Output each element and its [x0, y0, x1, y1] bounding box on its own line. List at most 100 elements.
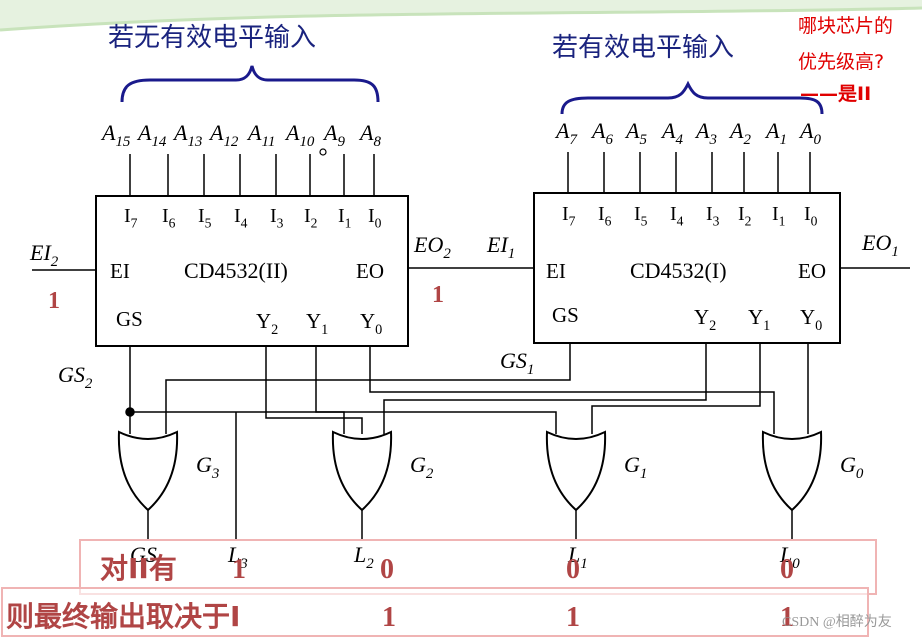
- row1-label: 对II有: [100, 552, 177, 585]
- gs2-signal: GS2: [58, 362, 93, 392]
- brace-left: [120, 65, 380, 103]
- chip-high-y-outputs: Y2 Y1 Y0: [256, 309, 382, 338]
- chip-low-pin-i1: I1: [772, 203, 785, 229]
- chip-high-pin-i6: I6: [162, 205, 176, 231]
- brace-right: [560, 80, 824, 115]
- chip-low-input-a3: A3: [694, 118, 717, 148]
- output-labels-overlay: GS L3 L2 L1 L0: [130, 542, 800, 572]
- row2-box: [1, 587, 869, 637]
- eo1-signal: EO1: [861, 230, 899, 260]
- chip-high-pin-i3: I3: [270, 205, 284, 231]
- chip-high-input-a13: A13: [172, 120, 202, 150]
- chip-low-input-labels: A7 A6 A5 A4 A3 A2 A1 A0: [554, 118, 821, 148]
- gate-label-g0: G0: [840, 452, 864, 482]
- chip-high-out-y2: Y2: [256, 309, 278, 338]
- chip-low-gs-pin: GS: [552, 303, 579, 327]
- chip-low-name: CD4532(I): [630, 258, 727, 283]
- gs1-signal: GS1: [500, 348, 534, 378]
- or-gate-g2: [331, 430, 393, 512]
- chip-low-input-a5: A5: [624, 118, 647, 148]
- chip-low-input-a1: A1: [764, 118, 787, 148]
- gate-label-g3: G3: [196, 452, 219, 482]
- chip-low-pin-i0: I0: [804, 203, 818, 229]
- or-gate-g1: [545, 430, 607, 512]
- chip-high-input-a8: A8: [358, 120, 381, 150]
- chip-low-input-a6: A6: [590, 118, 613, 148]
- chip-high-eo-pin: EO: [356, 259, 384, 283]
- chip-low-pin-i3: I3: [706, 203, 720, 229]
- row1-value: 1: [232, 554, 246, 585]
- title-valid-input: 若有效电平输入: [552, 33, 734, 63]
- chip-low-pin-i2: I2: [738, 203, 752, 229]
- chip-high-input-a15: A15: [100, 120, 131, 150]
- chip-high-input-a11: A11: [246, 120, 275, 150]
- chip-low-pin-i4: I4: [670, 203, 684, 229]
- chip-high-name: CD4532(II): [184, 258, 288, 283]
- chip-high-out-y0: Y0: [360, 309, 382, 338]
- chip-low-eo-pin: EO: [798, 259, 826, 283]
- question-answer: ——是II: [800, 83, 871, 105]
- or-gate-g3: [117, 430, 179, 512]
- chip-high-pin-i0: I0: [368, 205, 382, 231]
- chip-low-out-y0: Y0: [800, 305, 822, 334]
- chip-high-input-a12: A12: [208, 120, 239, 150]
- chip-high-pin-i2: I2: [304, 205, 318, 231]
- chip-high-box: [95, 195, 409, 347]
- row2-label: 则最终输出取决于I: [6, 600, 240, 633]
- chip-high-pin-i7: I7: [124, 205, 138, 231]
- row2-value: 1: [566, 602, 580, 633]
- chip-low-out-y2: Y2: [694, 305, 716, 334]
- row1-value: 0: [780, 554, 794, 585]
- output-l1: L1: [567, 542, 588, 572]
- row2-values: 1 1 1: [382, 602, 794, 633]
- chip-high-out-y1: Y1: [306, 309, 328, 338]
- chip-low-pin-i5: I5: [634, 203, 648, 229]
- question-line-1: 哪块芯片的: [798, 15, 893, 37]
- output-gs: GS: [130, 542, 157, 567]
- chip-low-input-a4: A4: [660, 118, 683, 148]
- chip-low-out-y1: Y1: [748, 305, 770, 334]
- input-leads: [129, 148, 811, 196]
- output-l0: L0: [779, 542, 800, 572]
- chip-low-y-outputs: Y2 Y1 Y0: [694, 305, 822, 334]
- inverter-bubble: [319, 148, 327, 156]
- gate-label-g2: G2: [410, 452, 434, 482]
- watermark: CSDN @相醉为友: [782, 614, 892, 630]
- output-l3: L3: [227, 542, 248, 572]
- row1-values: 1 0 0 0: [232, 554, 794, 585]
- chip-low-pin-labels: I7 I6 I5 I4 I3 I2 I1 I0: [562, 203, 818, 229]
- or-gate-g0: [761, 430, 823, 512]
- chip-high-pin-i4: I4: [234, 205, 248, 231]
- row2-value: 1: [780, 602, 794, 633]
- chip-low-pin-i7: I7: [562, 203, 576, 229]
- row1-value: 0: [380, 554, 394, 585]
- ei1-signal: EI1: [486, 232, 515, 262]
- ei2-signal: EI2: [29, 240, 59, 270]
- row2-value: 1: [382, 602, 396, 633]
- or-gates: G3 G2 G1 G0: [117, 430, 864, 512]
- chip-high-input-a14: A14: [136, 120, 167, 150]
- chip-high-gs-pin: GS: [116, 307, 143, 331]
- question-line-2: 优先级高?: [798, 51, 884, 73]
- ei2-value: 1: [48, 288, 60, 314]
- chip-high-pin-i5: I5: [198, 205, 212, 231]
- chip-low-ei-pin: EI: [546, 259, 566, 283]
- chip-high-pin-i1: I1: [338, 205, 351, 231]
- chip-low-pin-i6: I6: [598, 203, 612, 229]
- wiring: [125, 343, 809, 540]
- output-l2: L2: [353, 542, 374, 572]
- gate-label-g1: G1: [624, 452, 647, 482]
- decorative-banner: [0, 0, 922, 32]
- row1-value: 0: [566, 554, 580, 585]
- row1-box: [79, 539, 877, 595]
- chip-low-input-a2: A2: [728, 118, 751, 148]
- chip-low-input-a0: A0: [798, 118, 821, 148]
- eo2-value: 1: [432, 282, 444, 308]
- chip-high-pin-labels: I7 I6 I5 I4 I3 I2 I1 I0: [124, 205, 382, 231]
- chip-high-input-a9: A9: [322, 120, 345, 150]
- chip-low-input-a7: A7: [554, 118, 577, 148]
- chip-high-input-a10: A10: [284, 120, 315, 150]
